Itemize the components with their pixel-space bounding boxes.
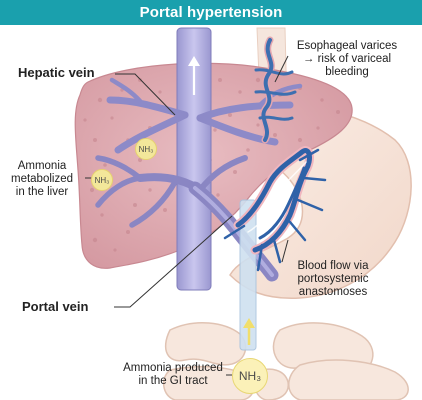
hepatic-vein-leader [115, 73, 176, 116]
esophageal-varices-leader [274, 55, 289, 83]
ammonia-liver-label: Ammonia metabolized in the liver [10, 160, 73, 198]
figure-title: Portal hypertension [0, 0, 422, 25]
leader-lines [85, 55, 289, 376]
mesenteric-vein [239, 199, 257, 351]
portal-vein-leader [114, 215, 233, 308]
esophageal-varices-label: Esophageal varices → risk of variceal bl… [296, 40, 398, 78]
ammonia-gi-label: Ammonia produced in the GI tract [123, 362, 223, 387]
ammonia-molecule-upper: NH₃ [135, 138, 157, 160]
esophageal-varices [254, 36, 297, 144]
inferior-vena-cava [176, 27, 212, 291]
ammonia-molecule-lower: NH₃ [91, 169, 113, 191]
blood-flow-label: Blood flow via portosystemic anastomoses [297, 260, 369, 298]
hepatic-vein-label: Hepatic vein [18, 65, 95, 80]
portal-vein-label: Portal vein [22, 299, 89, 314]
ammonia-molecule-gi: NH₃ [232, 358, 268, 394]
intestines [163, 322, 409, 400]
portosystemic-anastomoses [223, 146, 327, 272]
blood-flow-leader [281, 239, 289, 263]
